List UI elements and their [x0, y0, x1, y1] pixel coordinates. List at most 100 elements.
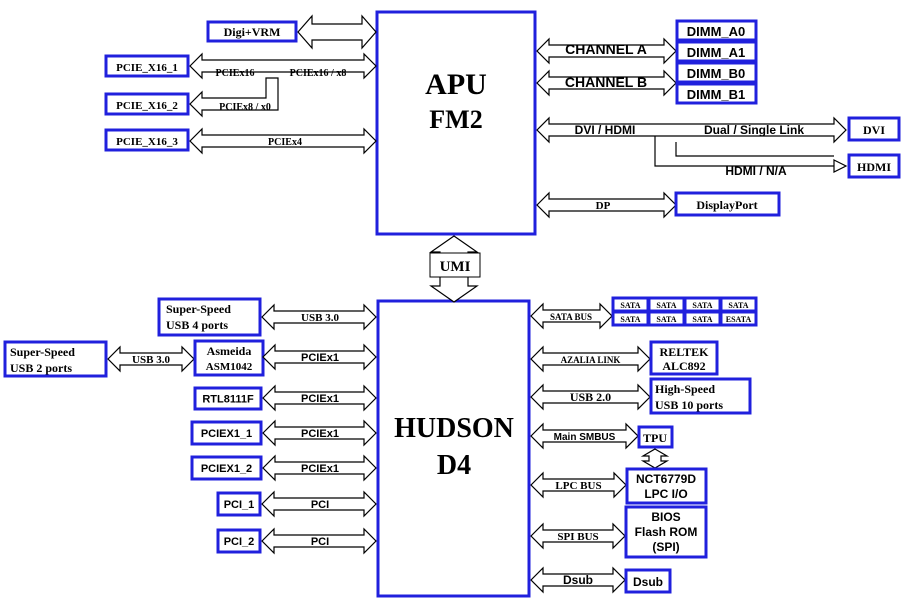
- channel-b-label: CHANNEL B: [565, 74, 647, 90]
- dvi-port-label: DVI: [863, 123, 885, 137]
- rtl8111f-bus-arrow: [262, 384, 377, 412]
- bios-line3: (SPI): [652, 540, 679, 554]
- sata-port-label: SATA: [620, 315, 640, 324]
- ss-usb4-line2: USB 4 ports: [166, 318, 228, 332]
- usb20-bus-label: USB 2.0: [570, 390, 611, 404]
- pciex1-2-label: PCIEX1_2: [201, 463, 252, 475]
- pci-1-bus-label: PCI: [311, 499, 329, 511]
- apu-title: APU: [425, 68, 487, 101]
- pcie-x16-1-label: PCIE_X16_1: [116, 62, 178, 74]
- pcie-x16-3-label: PCIE_X16_3: [116, 136, 178, 148]
- reltek-line1: RELTEK: [660, 345, 710, 359]
- asmedia-line1: Asmeida: [207, 344, 252, 358]
- usb30-hudson-label: USB 3.0: [301, 312, 339, 324]
- spi-bus-label: SPI BUS: [557, 531, 598, 543]
- digi-vrm-label: Digi+VRM: [224, 25, 281, 39]
- pci-2-label: PCI_2: [224, 536, 255, 548]
- apu-chip: [375, 10, 537, 236]
- digi-vrm-box: [206, 20, 298, 43]
- hudson-subtitle: D4: [437, 450, 471, 481]
- ss-usb4-line1: Super-Speed: [166, 302, 231, 316]
- hdmi-na-label: HDMI / N/A: [725, 164, 787, 178]
- nct-line2: LPC I/O: [644, 487, 687, 501]
- sata-port-label: SATA: [692, 301, 712, 310]
- hdmi-port-label: HDMI: [857, 160, 891, 174]
- displayport-label: DisplayPort: [696, 198, 757, 212]
- hudson-title: HUDSON: [394, 413, 514, 444]
- sata-port: [719, 310, 758, 327]
- sata-port-label: SATA: [692, 315, 712, 324]
- pci-2-bus-label: PCI: [311, 536, 329, 548]
- pciex1-1-label: PCIEX1_1: [201, 428, 252, 440]
- lane-pciex16: PCIEx16: [216, 68, 255, 79]
- pciex1-1-bus-arrow: [262, 419, 377, 447]
- pci-1-label: PCI_1: [224, 499, 255, 511]
- pcie-x16-2-box: [104, 92, 190, 116]
- usb30-asmedia-label: USB 3.0: [132, 354, 170, 366]
- dimm-slot-dimm-a1: [675, 40, 758, 63]
- dual-single-link-label: Dual / Single Link: [704, 123, 804, 137]
- pci-1-bus-arrow: [261, 490, 377, 518]
- esata-port-label: ESATA: [726, 315, 752, 324]
- asmedia-pciex1-arrow: [262, 343, 377, 371]
- nct-box: [625, 467, 708, 505]
- sata-ports: SATA SATA SATA SATA SATA SATA SATA ESATA: [611, 296, 758, 327]
- pcie-x16-1-box: [104, 54, 190, 78]
- hs-usb-box: [649, 377, 752, 415]
- pciex1-1-box: [190, 420, 263, 446]
- dimm-label: DIMM_B1: [687, 87, 746, 102]
- sata-port-label: SATA: [728, 301, 748, 310]
- hs-usb-line2: USB 10 ports: [655, 398, 723, 412]
- pciex1-2-bus-arrow: [262, 454, 377, 482]
- pciex1-2-box: [190, 455, 263, 481]
- digi-vrm-arrow: [297, 14, 377, 50]
- asmedia-box: [193, 339, 265, 377]
- displayport-box: [674, 191, 781, 217]
- smbus-bus-label: Main SMBUS: [554, 432, 616, 443]
- dsub-port-box: [624, 568, 672, 594]
- memory-channels: CHANNEL A CHANNEL B: [536, 37, 677, 97]
- rtl8111f-box: [193, 386, 263, 411]
- pcie-x16-2-label: PCIE_X16_2: [116, 100, 178, 112]
- hdmi-port-box: [847, 153, 901, 179]
- sata-port-label: SATA: [620, 301, 640, 310]
- ss-usb4-box: [157, 297, 262, 337]
- asmedia-line2: ASM1042: [206, 361, 253, 373]
- rtl8111f-label: RTL8111F: [202, 394, 254, 406]
- reltek-line2: ALC892: [662, 359, 705, 373]
- pcie-x16-bus: PCIEx16 PCIEx16 / x8 PCIEx8 / x0: [189, 52, 377, 118]
- pciex1-2-bus-label: PCIEx1: [301, 463, 339, 475]
- dimm-slot-dimm-b0: [675, 61, 758, 84]
- tpu-box: [637, 425, 674, 449]
- dimm-slot-dimm-b1: [675, 82, 758, 105]
- reltek-box: [649, 340, 719, 376]
- hudson-chip: [376, 299, 531, 598]
- sata-port-label: SATA: [656, 315, 676, 324]
- pci-2-box: [216, 528, 262, 554]
- lane-pciex8-x0: PCIEx8 / x0: [219, 102, 271, 113]
- dp-label: DP: [596, 200, 611, 212]
- dimm-label: DIMM_A0: [687, 24, 746, 39]
- tpu-label: TPU: [643, 431, 667, 445]
- lane-pciex4: PCIEx4: [268, 137, 302, 148]
- bios-box: [624, 505, 708, 559]
- hs-usb-line1: High-Speed: [655, 382, 715, 396]
- bios-line1: BIOS: [651, 510, 680, 524]
- dimm-label: DIMM_B0: [687, 66, 746, 81]
- asmedia-pciex1-label: PCIEx1: [301, 352, 339, 364]
- azalia-bus-label: AZALIA LINK: [561, 355, 621, 365]
- bios-line2: Flash ROM: [635, 525, 698, 539]
- rtl8111f-bus-label: PCIEx1: [301, 393, 339, 405]
- ss-usb2-box: [3, 340, 108, 378]
- sata-port-label: SATA: [656, 301, 676, 310]
- pci-1-box: [216, 491, 262, 517]
- pcie-x16-3-box: [104, 128, 190, 152]
- channel-a-label: CHANNEL A: [565, 41, 647, 57]
- apu-subtitle: FM2: [429, 105, 482, 134]
- sata-bus-label: SATA BUS: [550, 312, 592, 322]
- pciex1-1-bus-label: PCIEx1: [301, 428, 339, 440]
- umi-label: UMI: [440, 259, 471, 275]
